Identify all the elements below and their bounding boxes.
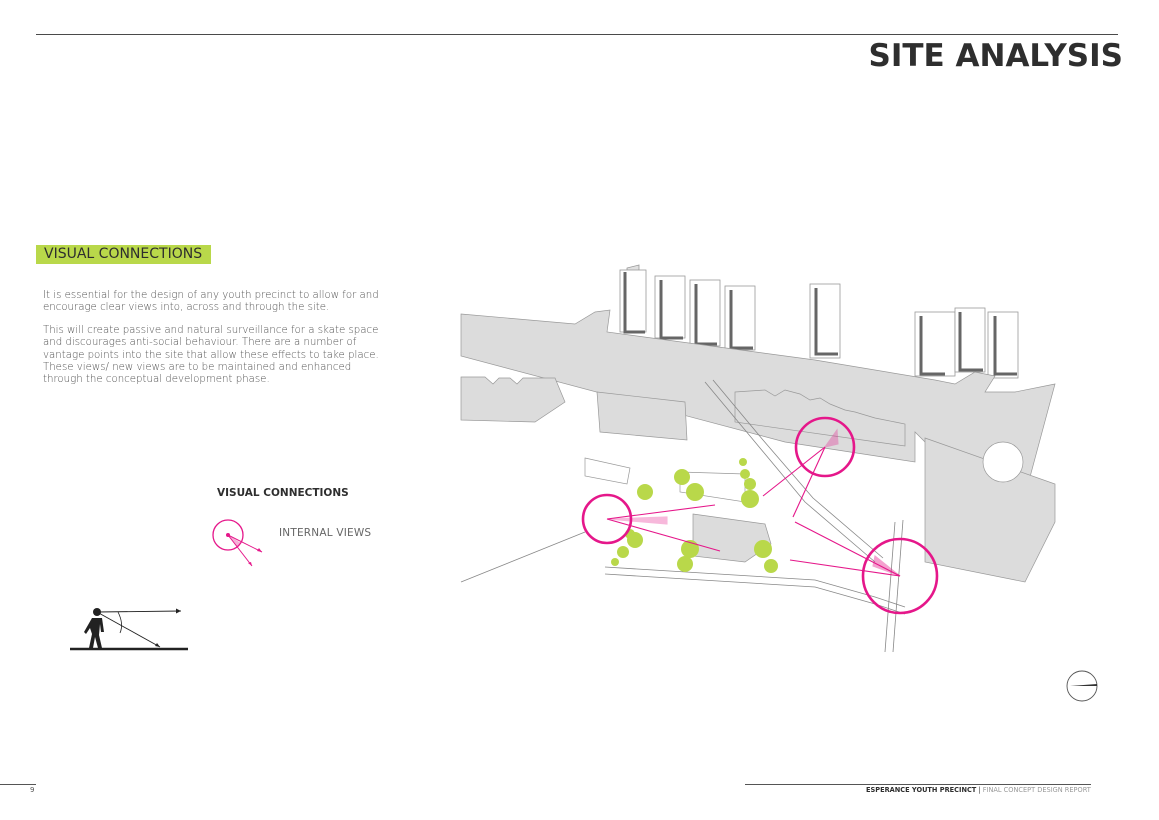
- section-heading: VISUAL CONNECTIONS: [36, 245, 212, 264]
- footer-separator: |: [976, 786, 983, 794]
- page-title: SITE ANALYSIS: [868, 38, 1123, 74]
- page-number: 9: [30, 786, 35, 794]
- legend-title: VISUAL CONNECTIONS: [217, 487, 349, 499]
- top-rule: [36, 34, 1118, 35]
- body-text: It is essential for the design of any yo…: [43, 290, 388, 397]
- paragraph-2: This will create passive and natural sur…: [43, 324, 379, 386]
- trees: [611, 458, 778, 573]
- footer-project: ESPERANCE YOUTH PRECINCT: [866, 786, 977, 794]
- person-sightline-icon: [70, 608, 188, 651]
- legend-label-internal-views: INTERNAL VIEWS: [279, 527, 372, 539]
- bottom-rule-right: [745, 784, 1091, 785]
- footer: ESPERANCE YOUTH PRECINCT | FINAL CONCEPT…: [866, 786, 1091, 794]
- view-circles: [581, 416, 939, 615]
- footer-report: FINAL CONCEPT DESIGN REPORT: [982, 786, 1091, 794]
- paths: [460, 379, 906, 653]
- site-plan-map: [460, 264, 1056, 653]
- north-arrow-icon: [1066, 670, 1098, 702]
- bottom-rule-left: [0, 784, 36, 785]
- view-lines: [606, 428, 901, 577]
- buildings: [460, 376, 906, 563]
- paragraph-1: It is essential for the design of any yo…: [43, 290, 379, 314]
- internal-views-icon: [212, 519, 263, 567]
